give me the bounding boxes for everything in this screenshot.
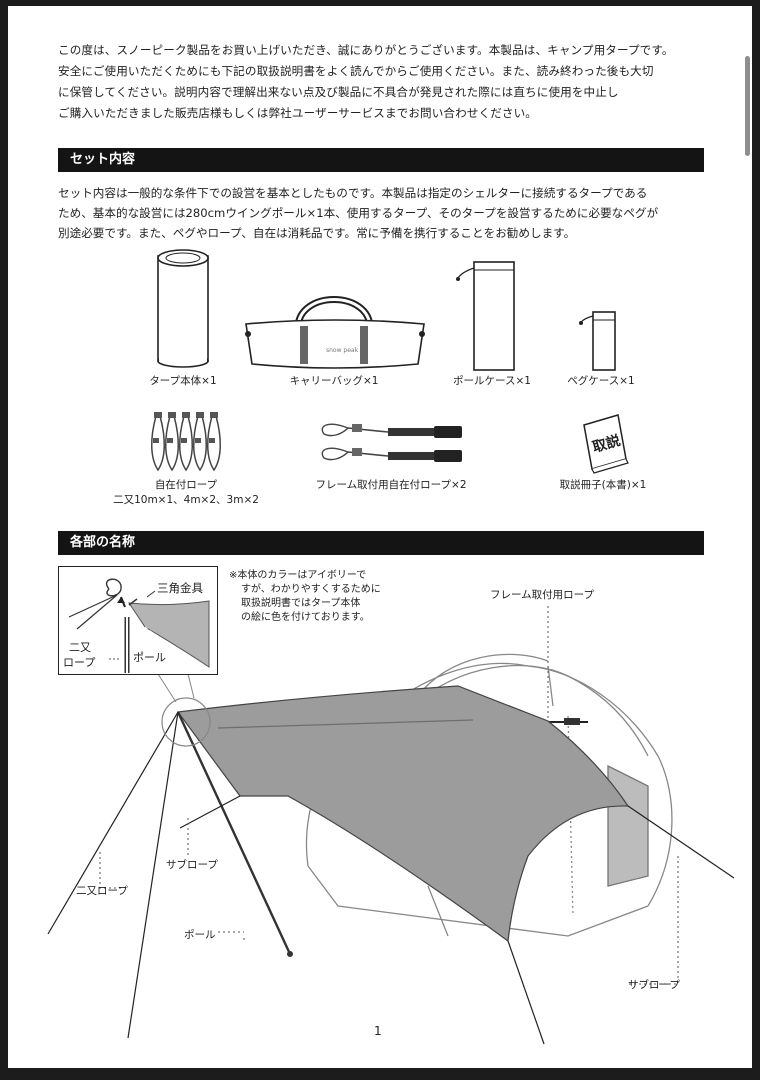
ropes-label-line1: 自在付ロープ (154, 479, 218, 491)
inset-label-futamata-2: ロープ (63, 656, 96, 669)
inset-label-triangle: 三角金具 (157, 581, 203, 595)
peg-case-illustration (579, 311, 616, 371)
bag-logo: snow peak (326, 347, 359, 354)
detail-inset: 三角金具 二又 ロープ ポール (58, 566, 218, 675)
pole-case-illustration (456, 261, 515, 371)
inset-label-pole: ポール (133, 651, 166, 664)
label-sub-rope-left: サブロープ (166, 859, 218, 871)
section-header-set-contents: セット内容 (58, 148, 704, 172)
ropes-illustration (151, 412, 221, 472)
intro-line: 安全にご使用いただくためにも下記の取扱説明書をよく読んでからご使用ください。また… (58, 64, 654, 78)
page-number: 1 (374, 1024, 382, 1038)
set-contents-text: セット内容は一般的な条件下での設営を基本としたものです。本製品は指定のシェルター… (58, 183, 708, 243)
intro-line: この度は、スノーピーク製品をお買い上げいただき、誠にありがとうございます。本製品… (58, 43, 674, 57)
label-frame-rope: フレーム取付用ロープ (490, 589, 595, 601)
set-contents-line: セット内容は一般的な条件下での設営を基本としたものです。本製品は指定のシェルター… (58, 186, 648, 200)
note-line: 取扱説明書ではタープ本体 (241, 598, 361, 609)
inset-label-futamata-1: 二又 (69, 641, 91, 654)
item-label-frame-ropes: フレーム取付用自在付ロープ×2 (315, 479, 467, 491)
item-label-peg-case: ペグケース×1 (567, 375, 635, 387)
parts-diagram (47, 606, 735, 1045)
set-contents-line: 別途必要です。また、ペグやロープ、自在は消耗品です。常に予備を携行することをお勧… (58, 226, 576, 240)
label-pole: ポール (184, 929, 216, 941)
scrollbar[interactable] (745, 56, 750, 156)
booklet-illustration: 取説 (583, 414, 629, 474)
frame-ropes-illustration (321, 423, 462, 462)
label-sub-rope-right: サブロープ (628, 979, 680, 991)
inset-illustration (68, 578, 210, 673)
item-label-carry-bag: キャリーバッグ×1 (289, 375, 379, 387)
pole (176, 711, 292, 955)
note-line: ※本体のカラーはアイボリーで (229, 570, 367, 581)
manual-page: この度は、スノーピーク製品をお買い上げいただき、誠にありがとうございます。本製品… (8, 6, 752, 1068)
tarp-body (176, 685, 630, 943)
item-label-ropes: 自在付ロープ 二又10m×1、4m×2、3m×2 (108, 478, 264, 508)
intro-text: この度は、スノーピーク製品をお買い上げいただき、誠にありがとうございます。本製品… (58, 40, 708, 124)
note-line: すが、わかりやすくするために (241, 584, 381, 595)
section-header-parts: 各部の名称 (58, 531, 704, 555)
item-label-booklet: 取説冊子(本書)×1 (559, 479, 647, 491)
color-note: ※本体のカラーはアイボリーで すが、わかりやすくするために 取扱説明書ではタープ… (229, 569, 381, 625)
intro-line: ご購入いただきました販売店様もしくは弊社ユーザーサービスまでお問い合わせください… (58, 106, 537, 120)
carry-bag-illustration: snow peak (245, 296, 425, 369)
ropes-label-line2: 二又10m×1、4m×2、3m×2 (113, 494, 259, 506)
set-contents-line: ため、基本的な設営には280cmウイングポール×1本、使用するタープ、そのタープ… (58, 206, 659, 220)
label-futamata-rope: 二又ロープ (76, 885, 128, 897)
item-label-pole-case: ポールケース×1 (453, 375, 531, 387)
intro-line: に保管してください。説明内容で理解出来ない点及び製品に不具合が発見された際には直… (58, 85, 619, 99)
note-line: の絵に色を付けております。 (241, 612, 370, 623)
item-label-tarp-body: タープ本体×1 (149, 375, 217, 387)
tarp-body-illustration (157, 249, 209, 368)
